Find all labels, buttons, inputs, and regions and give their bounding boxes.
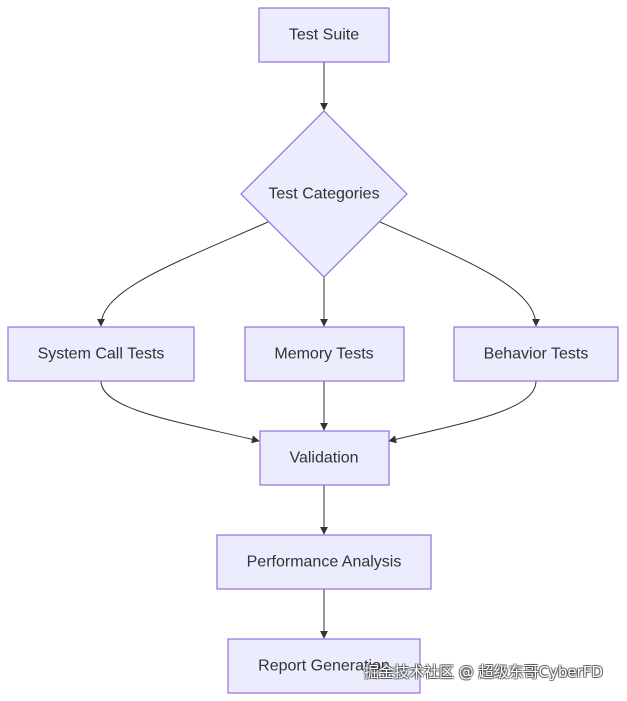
edge-test-categories-to-system-call-tests [97,221,269,327]
node-memory-tests: Memory Tests [244,326,405,382]
edges [97,62,540,639]
node-report-generation-label: Report Generation [258,658,390,675]
node-memory-tests-label: Memory Tests [274,346,373,363]
node-test-categories-label: Test Categories [268,186,379,203]
node-behavior-tests: Behavior Tests [453,326,619,382]
node-report-generation: Report Generation [227,638,421,694]
node-performance-analysis: Performance Analysis [216,534,432,590]
node-validation-label: Validation [289,450,358,467]
node-test-suite: Test Suite [258,7,390,63]
node-system-call-tests: System Call Tests [7,326,195,382]
node-test-suite-label: Test Suite [289,27,359,44]
node-test-categories: Test Categories [240,110,408,278]
node-system-call-tests-label: System Call Tests [38,346,165,363]
edge-behavior-tests-to-validation [388,380,537,444]
watermark-text: 掘金技术社区 @ 超级东哥CyberFD [364,663,603,681]
node-performance-analysis-label: Performance Analysis [247,554,402,571]
edge-test-categories-to-behavior-tests [379,221,540,327]
node-validation: Validation [259,430,390,486]
node-behavior-tests-label: Behavior Tests [484,346,589,363]
edge-system-call-tests-to-validation [100,380,260,444]
